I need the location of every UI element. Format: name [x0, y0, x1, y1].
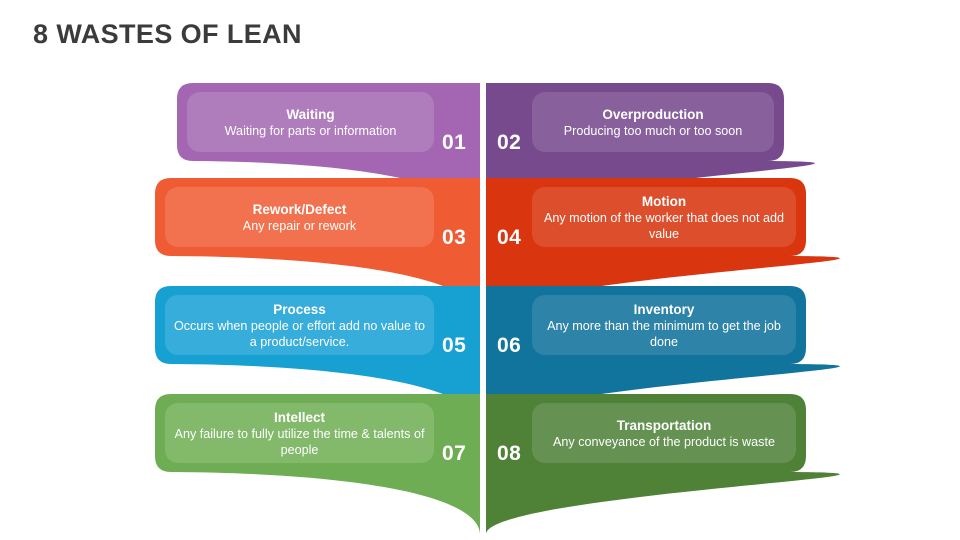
card-number-04: 04	[497, 226, 522, 249]
card-title: Waiting	[286, 106, 335, 122]
card-title: Intellect	[273, 409, 325, 425]
card-description: Any motion of the worker that does not a…	[543, 210, 785, 241]
page-title: 8 WASTES OF LEAN	[33, 19, 302, 49]
card-title: Transportation	[616, 417, 712, 433]
card-description: Any repair or rework	[242, 218, 357, 233]
card-number-05: 05	[442, 334, 467, 357]
card-number-06: 06	[497, 334, 522, 357]
card-number-02: 02	[497, 131, 522, 154]
card-number-07: 07	[442, 442, 467, 465]
card-description: Occurs when people or effort add no valu…	[173, 318, 426, 349]
card-number-08: 08	[497, 442, 522, 465]
card-title: Rework/Defect	[252, 201, 347, 217]
card-description: Any failure to fully utilize the time & …	[174, 426, 425, 457]
card-number-01: 01	[442, 131, 467, 154]
card-title: Overproduction	[602, 106, 704, 122]
card-description: Waiting for parts or information	[224, 123, 397, 138]
card-title: Motion	[641, 193, 687, 209]
card-title: Process	[273, 301, 326, 317]
card-description: Any more than the minimum to get the job…	[547, 318, 781, 349]
card-number-03: 03	[442, 226, 467, 249]
card-description: Any conveyance of the product is waste	[553, 434, 775, 449]
card-title: Inventory	[633, 301, 695, 317]
card-description: Producing too much or too soon	[563, 123, 743, 138]
